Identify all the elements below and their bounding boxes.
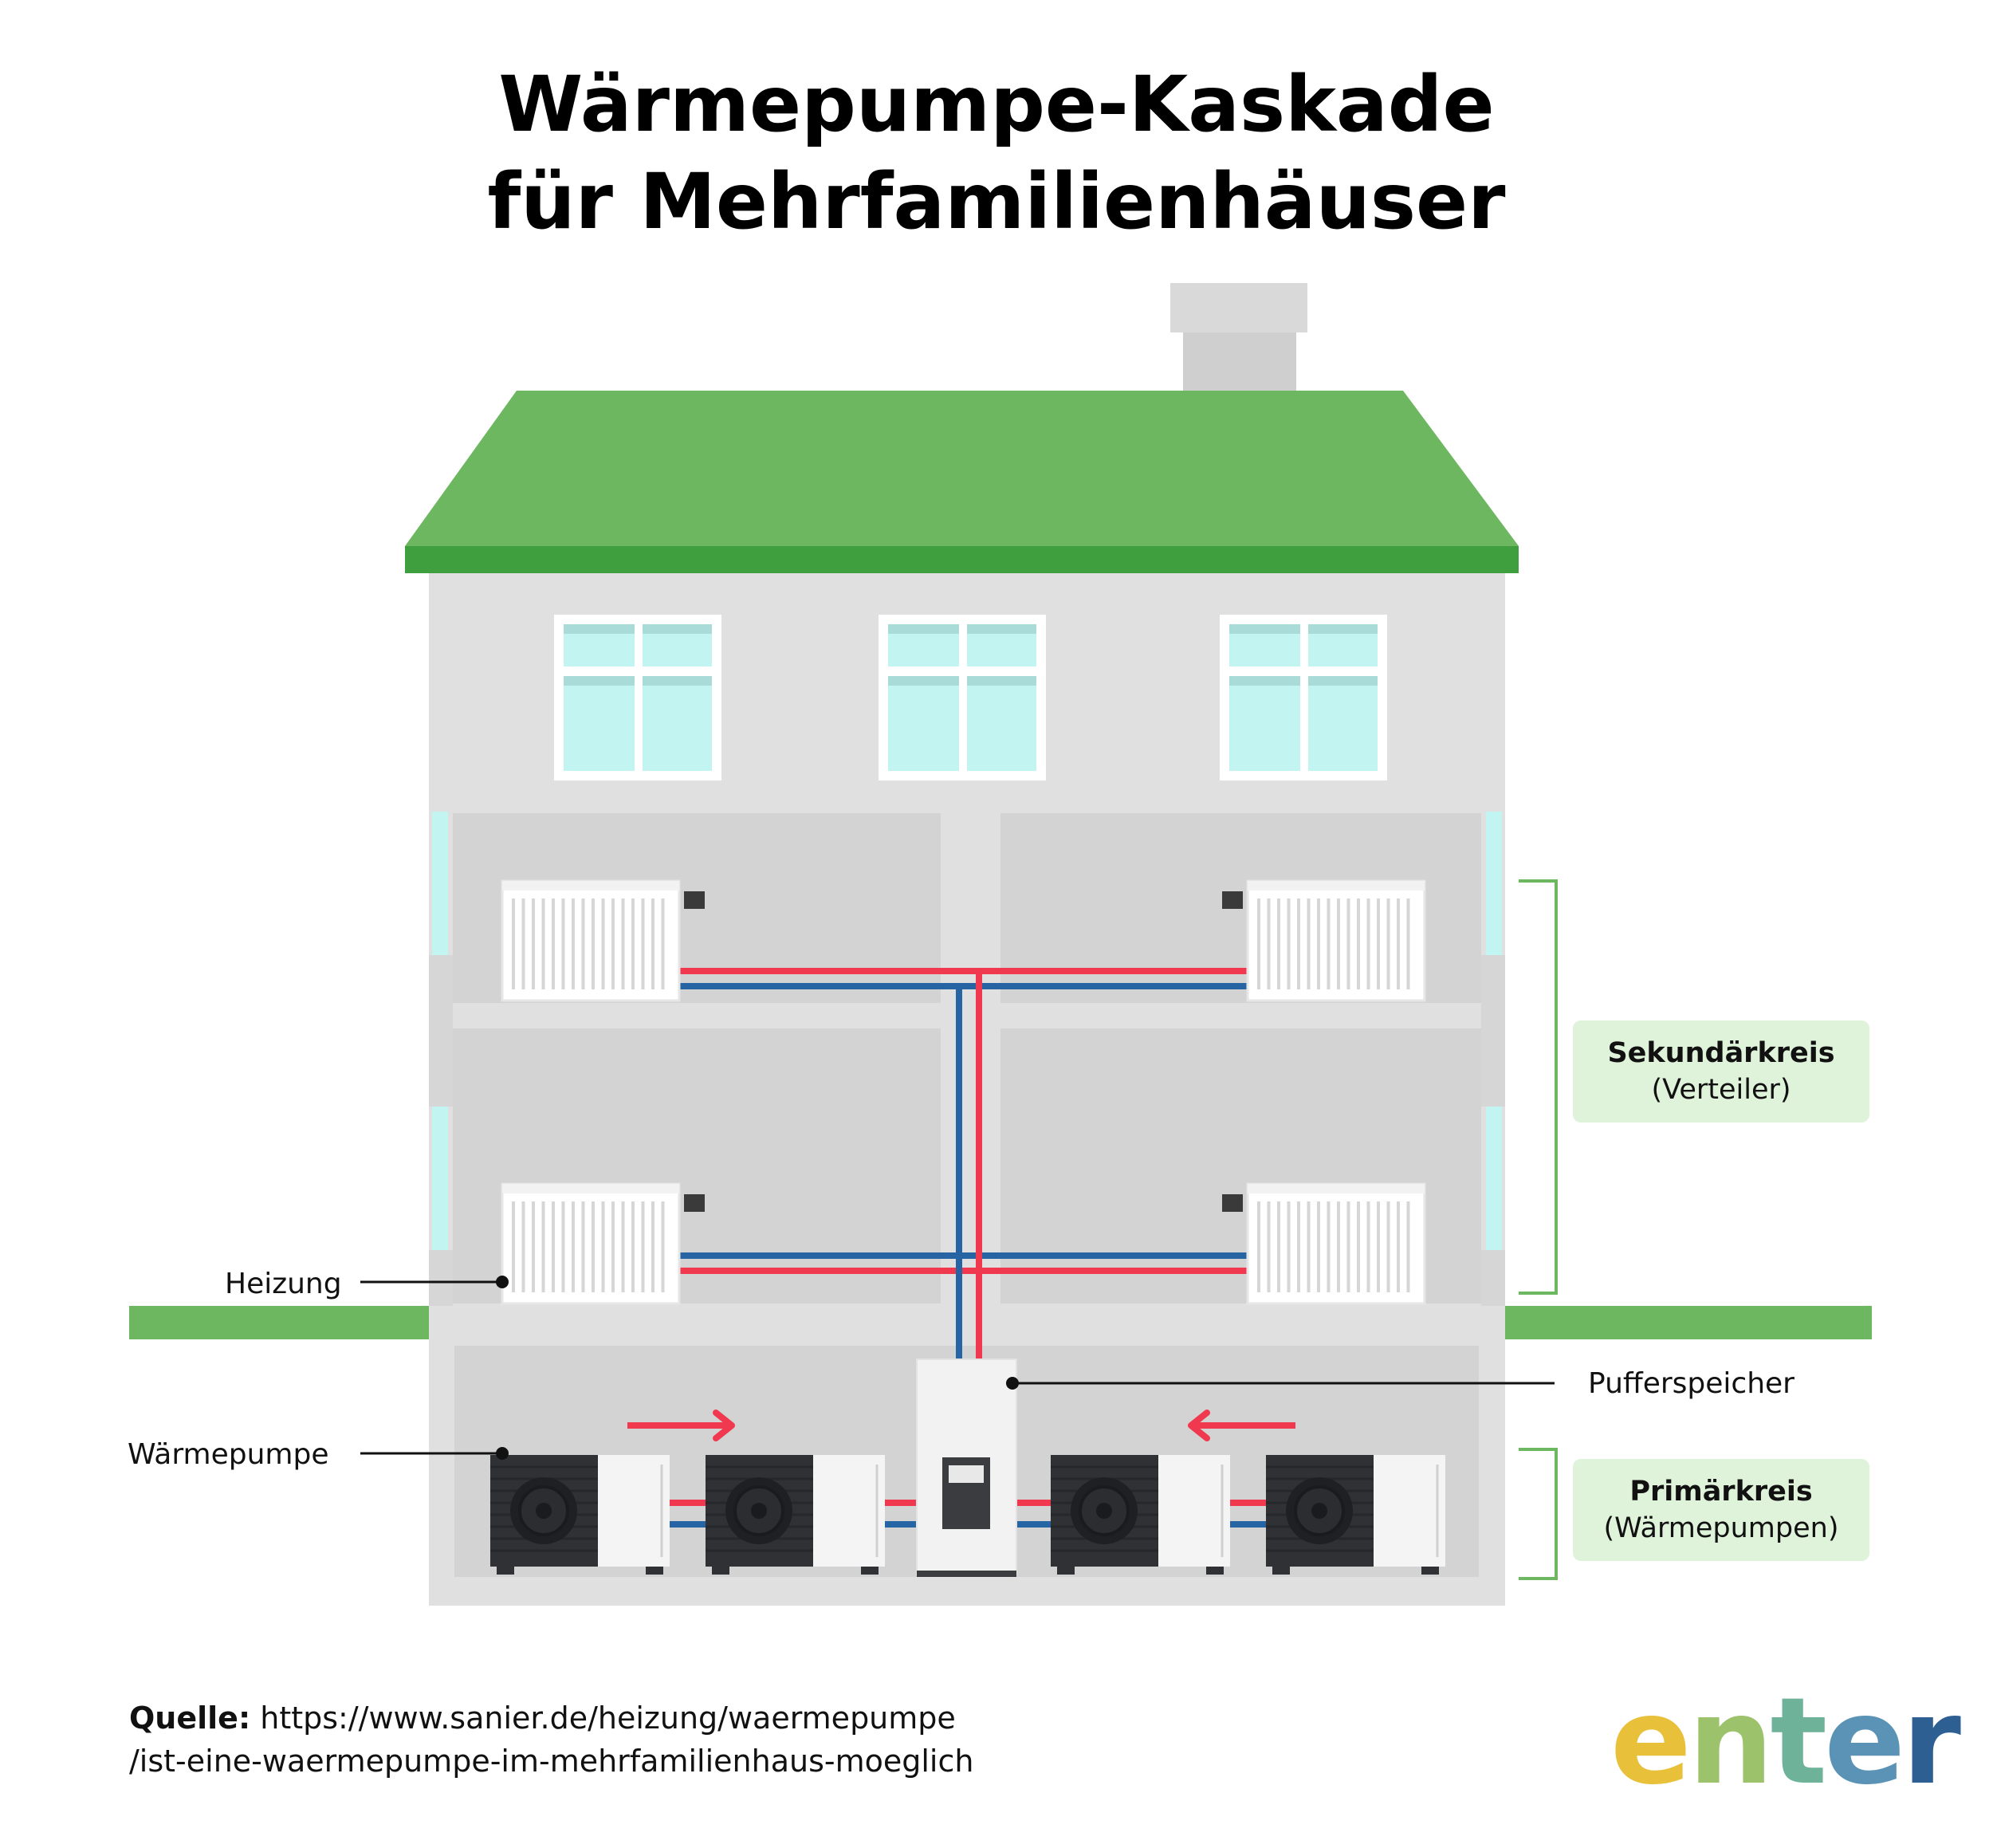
secondary-circuit-subtitle: (Verteiler): [1651, 1074, 1791, 1106]
source-prefix: Quelle:: [129, 1701, 251, 1736]
ground: [129, 1306, 1872, 1339]
roof: [405, 391, 1519, 573]
primary-circuit-subtitle: (Wärmepumpen): [1604, 1512, 1839, 1544]
secondary-pipes: [679, 968, 1250, 1359]
logo-letter: n: [1688, 1673, 1774, 1811]
window: [554, 615, 721, 780]
window: [1220, 615, 1387, 780]
radiator-icon: [1246, 879, 1426, 1002]
flow-arrow-icon: [1188, 1410, 1295, 1441]
label-waermepumpe: Wärmepumpe: [128, 1438, 328, 1471]
logo-letter: e: [1824, 1673, 1905, 1811]
thermostat-icon: [684, 891, 705, 909]
title-line-2: für Mehrfamilienhäuser: [487, 157, 1506, 246]
label-pufferspeicher: Pufferspeicher: [1588, 1367, 1794, 1400]
secondary-circuit-title: Sekundärkreis: [1607, 1037, 1834, 1069]
primary-bracket: [1519, 1448, 1558, 1580]
logo-letter: e: [1610, 1673, 1692, 1811]
primary-circuit-box: [1573, 1459, 1869, 1561]
leader-lines: [360, 1276, 1555, 1460]
radiator-icon: [501, 1182, 681, 1305]
flow-arrow-icon: [627, 1410, 735, 1441]
window: [879, 615, 1046, 780]
primary-circuit-title: Primärkreis: [1629, 1476, 1812, 1508]
page-title: Wärmepumpe-Kaskade für Mehrfamilienhäuse…: [0, 56, 1993, 250]
radiator-icon: [501, 879, 681, 1002]
chimney: [1170, 283, 1307, 396]
secondary-bracket: [1519, 879, 1558, 1295]
thermostat-icon: [1222, 891, 1243, 909]
heat-pump-fan-icon: [489, 1453, 671, 1576]
heat-pump-fan-icon: [1264, 1453, 1447, 1576]
source-line-1: Quelle: https://www.sanier.de/heizung/wa…: [129, 1697, 973, 1740]
heat-pump-fan-icon: [704, 1453, 886, 1576]
logo-letter: t: [1770, 1673, 1828, 1811]
primary-pipes: [668, 1500, 1266, 1528]
thermostat-icon: [684, 1194, 705, 1212]
heat-pump-fan-icon: [1049, 1453, 1232, 1576]
thermostat-icon: [1222, 1194, 1243, 1212]
title-line-1: Wärmepumpe-Kaskade: [498, 60, 1495, 149]
label-heizung: Heizung: [225, 1268, 342, 1300]
secondary-circuit-box: [1573, 1020, 1869, 1123]
enter-logo: enter: [1610, 1673, 1961, 1811]
radiators: [501, 879, 1426, 1305]
radiator-icon: [1246, 1182, 1426, 1305]
source-url-part-1: https://www.sanier.de/heizung/waermepump…: [260, 1701, 956, 1736]
buffer-tank-icon: [916, 1358, 1017, 1577]
logo-letter: r: [1901, 1673, 1961, 1811]
source-credit: Quelle: https://www.sanier.de/heizung/wa…: [129, 1697, 973, 1783]
attic-windows: [554, 615, 1387, 780]
source-url-part-2: /ist-eine-waermepumpe-im-mehrfamilienhau…: [129, 1744, 974, 1779]
